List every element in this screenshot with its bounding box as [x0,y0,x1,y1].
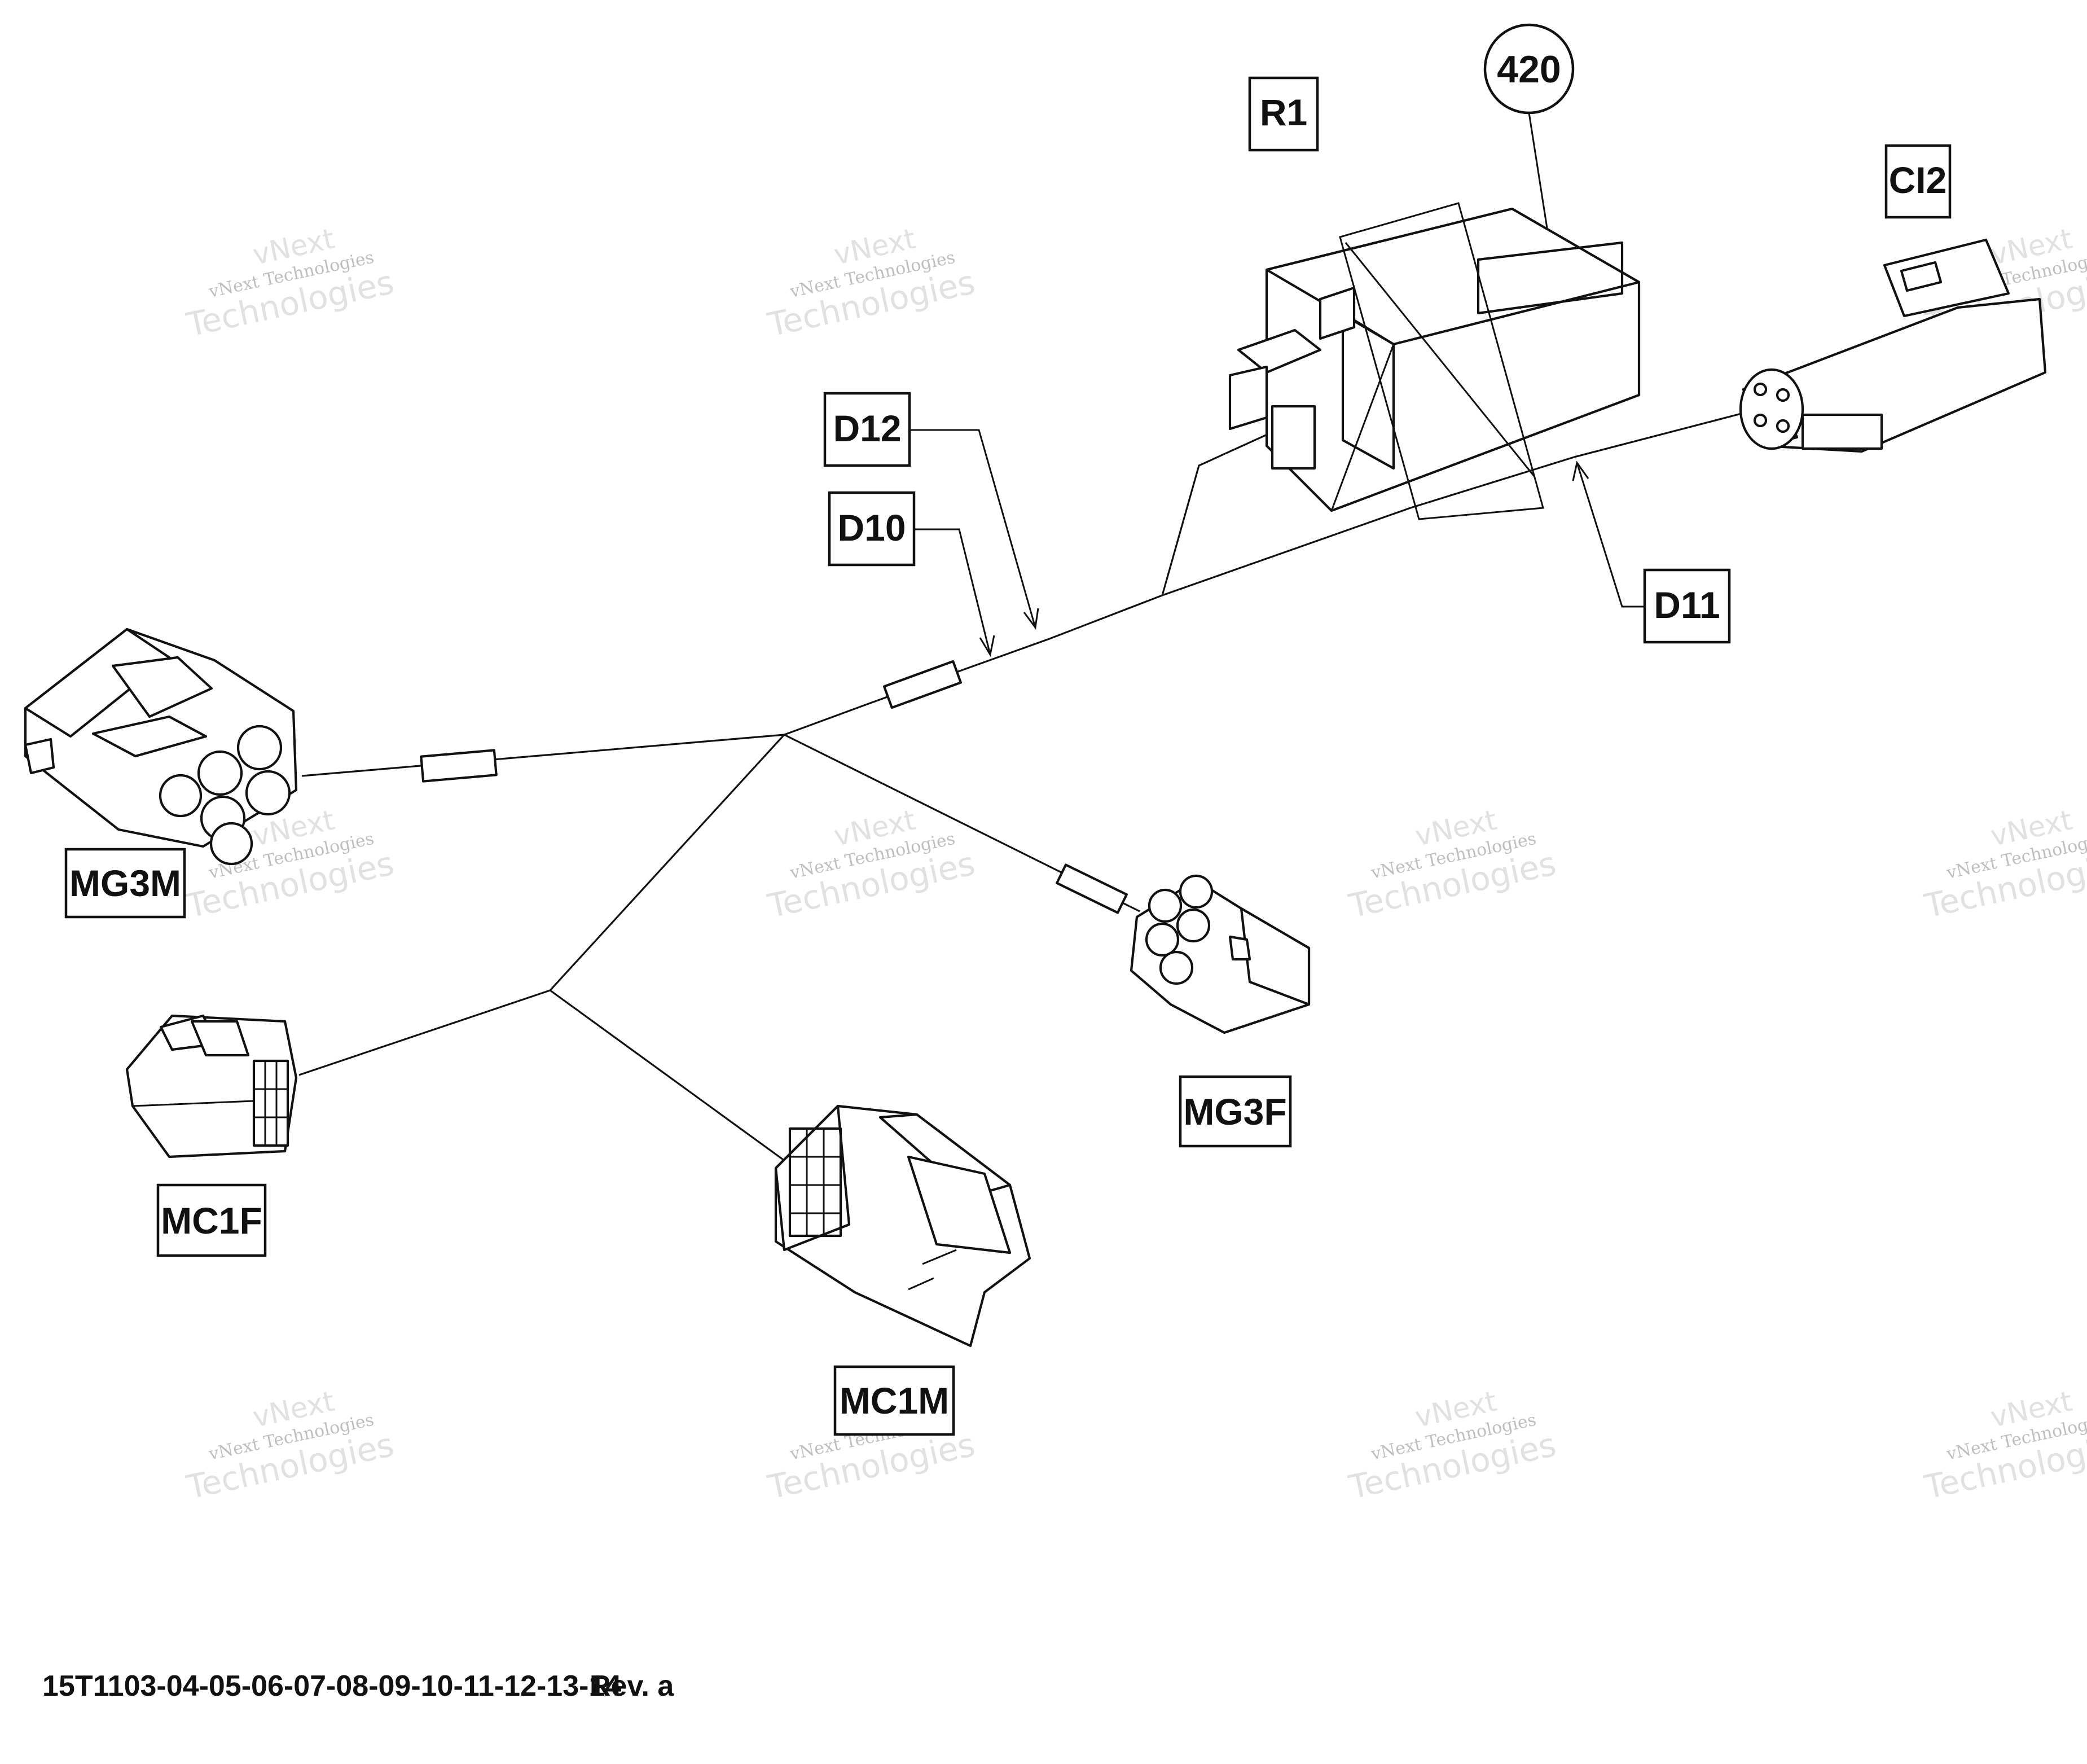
label-r1: R1 [1248,76,1319,152]
watermark: vNext vNext Technologies Technologies [183,1385,397,1507]
mg3f-connector [1130,874,1311,1034]
svg-text:D11: D11 [1654,584,1720,626]
label-mg3f: MG3F [1179,1075,1292,1148]
label-mc1f: MC1F [156,1183,267,1257]
label-d12: D12 [823,392,911,467]
arrowhead [979,635,995,657]
svg-text:MC1M: MC1M [840,1380,949,1421]
wire-mc-trunk [549,734,785,991]
wire-mc1m [550,989,788,1164]
harness-wires [298,412,1744,1164]
r1-relay-connector [1228,202,1641,520]
watermark: vNext vNext Technologies Technologies [1921,1385,2087,1507]
svg-text:CI2: CI2 [1889,159,1947,201]
mg3m-connector [24,628,298,866]
label-ci2: CI2 [1884,144,1952,219]
svg-text:R1: R1 [1260,91,1307,133]
watermark: vNext vNext Technologies Technologies [1921,804,2087,925]
arrowhead [1023,608,1039,630]
watermark: vNext vNext Technologies Technologies [764,804,978,925]
svg-text:D10: D10 [837,507,906,548]
svg-text:MG3M: MG3M [69,862,181,904]
wire-mg3m [301,734,785,777]
svg-text:D12: D12 [833,407,901,449]
leader-lines [910,112,1645,657]
leader-d12 [910,429,1036,628]
mc1f-connector [125,1014,298,1159]
label-mg3m: MG3M [64,848,186,919]
label-d11: D11 [1643,568,1731,644]
arrowhead [1572,460,1589,481]
wire-sleeve [1056,863,1128,914]
leader-d11 [1576,462,1645,608]
part-numbers: 15T1103-04-05-06-07-08-09-10-11-12-13-14 [42,1670,621,1702]
ci2-connector [1739,238,2047,453]
svg-text:420: 420 [1497,48,1561,91]
watermark: vNext vNext Technologies Technologies [1345,804,1559,925]
wire-mc1f [298,989,551,1076]
watermark: vNext vNext Technologies Technologies [764,222,978,344]
footer: 15T1103-04-05-06-07-08-09-10-11-12-13-14… [42,1670,674,1702]
revision: Rev. a [590,1670,674,1702]
label-mc1m: MC1M [833,1365,955,1436]
label-d10: D10 [828,491,916,567]
leader-d10 [914,528,991,655]
svg-text:MG3F: MG3F [1183,1091,1286,1133]
svg-text:MC1F: MC1F [161,1200,262,1241]
watermark: vNext vNext Technologies Technologies [183,222,397,344]
mc1m-connector [774,1104,1031,1348]
wire-r1-branch [1161,422,1293,596]
callout-420: 420 [1483,23,1575,115]
watermark: vNext vNext Technologies Technologies [1345,1385,1559,1507]
wire-sleeve [420,749,498,783]
wire-sleeve [882,660,963,709]
